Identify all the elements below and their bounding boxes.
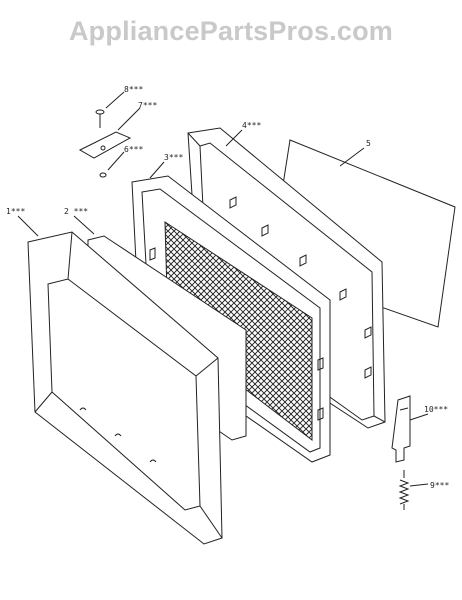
callout-8: 8*** (124, 85, 143, 94)
part-7-hinge-bracket (78, 131, 132, 159)
callout-9: 9*** (430, 481, 449, 490)
callout-6: 6*** (124, 145, 143, 154)
callout-arrows (17, 91, 429, 487)
part-10-latch (391, 395, 411, 463)
part-8-screw (95, 109, 105, 128)
callout-2: 2 *** (64, 207, 88, 216)
part-6-washer (99, 172, 107, 178)
callout-10: 10*** (424, 405, 448, 414)
part-1-door-frame (27, 231, 223, 545)
callout-4: 4*** (242, 121, 261, 130)
callout-5: 5 (366, 139, 371, 148)
part-9-spring (398, 470, 410, 510)
callout-7: 7*** (138, 101, 157, 110)
watermark: AppliancePartsPros.com (68, 16, 393, 46)
callout-3: 3*** (164, 153, 183, 162)
callout-1: 1*** (6, 207, 25, 216)
